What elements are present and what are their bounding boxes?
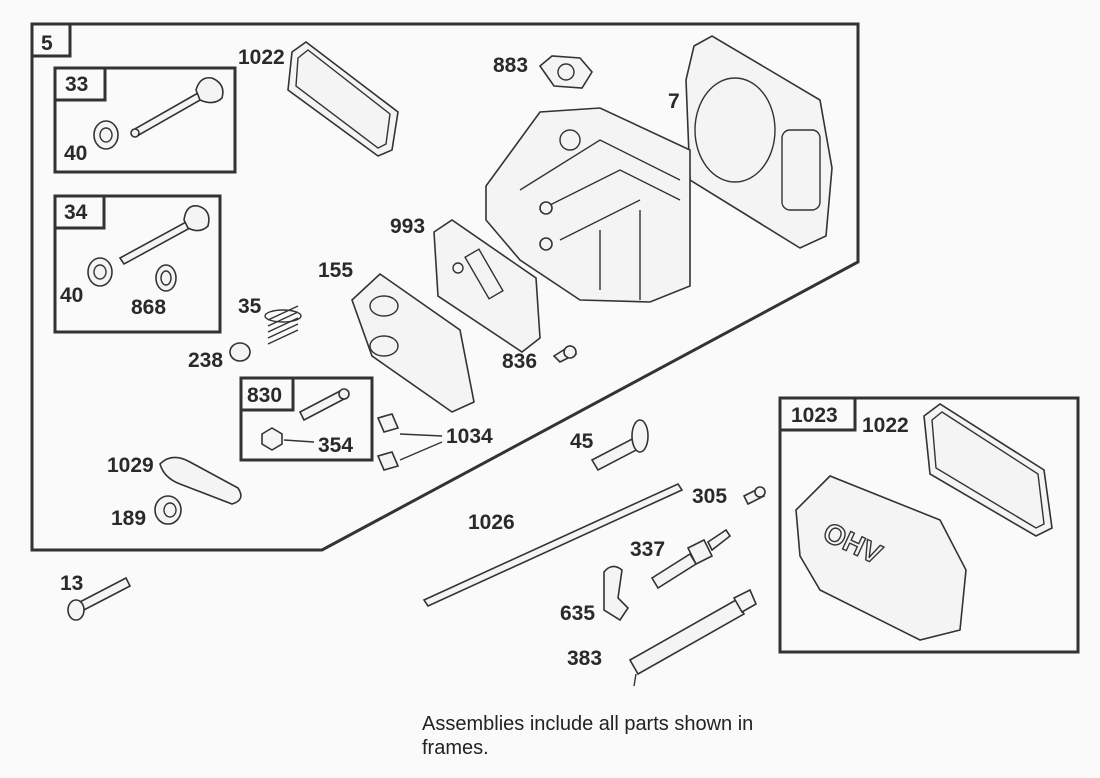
label-635: 635 <box>560 602 595 625</box>
cover-gasket-icon <box>923 403 1053 537</box>
note-line-2: frames. <box>422 737 489 759</box>
intake-gasket-icon <box>538 55 593 89</box>
main-assembly-frame <box>30 22 860 552</box>
frame-label-34: 34 <box>64 201 88 224</box>
label-836: 836 <box>502 350 537 373</box>
label-1029: 1029 <box>107 454 154 477</box>
frame-label-830: 830 <box>247 384 282 407</box>
valve-cover-frame <box>778 396 1080 654</box>
head-gasket-icon <box>685 35 833 249</box>
spark-plug-icon <box>650 528 732 590</box>
valve-spring-icon <box>264 305 302 345</box>
intake-valve-icon <box>130 76 224 138</box>
intake-frame-label-box <box>53 66 107 102</box>
label-40: 40 <box>60 284 83 307</box>
frame-label-1023: 1023 <box>791 404 838 427</box>
breather-gasket-icon <box>287 41 399 157</box>
nut-icon <box>261 427 283 451</box>
label-238: 238 <box>188 349 223 372</box>
cylinder-head-icon <box>485 107 691 303</box>
valve-cover-icon: OHV <box>795 475 967 641</box>
rocker-stud-label-box <box>239 376 295 412</box>
gasket-plate-icon <box>433 219 541 353</box>
push-rod-icon <box>422 482 684 608</box>
valve-cap-icon <box>229 342 251 362</box>
valve-seal-icon <box>93 120 119 150</box>
label-7: 7 <box>668 90 680 113</box>
rocker-stud-icon <box>298 388 350 422</box>
main-frame-label-box <box>30 22 72 58</box>
label-1022: 1022 <box>862 414 909 437</box>
intake-valve-frame <box>53 66 237 174</box>
label-993: 993 <box>390 215 425 238</box>
spark-plug-boot-icon <box>603 565 630 622</box>
exhaust-valve-icon <box>118 204 210 266</box>
frame-label-5: 5 <box>41 32 53 55</box>
exhaust-frame-label-box <box>53 194 106 230</box>
tappet-icon <box>590 419 649 472</box>
label-45: 45 <box>570 430 594 453</box>
label-868: 868 <box>131 296 166 319</box>
label-354: 354 <box>318 434 353 457</box>
spark-tester-icon <box>628 588 758 687</box>
note-line-1: Assemblies include all parts shown in <box>422 713 753 735</box>
label-13: 13 <box>60 572 83 595</box>
frame-label-33: 33 <box>65 73 88 96</box>
label-1034: 1034 <box>446 425 493 448</box>
rocker-ball-icon <box>154 495 182 525</box>
label-305: 305 <box>692 485 727 508</box>
valve-rotator-icon <box>155 264 177 292</box>
label-155: 155 <box>318 259 353 282</box>
label-383: 383 <box>567 647 602 670</box>
valve-cover-label-box <box>778 396 857 432</box>
valve-seal-icon <box>87 257 113 287</box>
label-337: 337 <box>630 538 665 561</box>
bolt-icon <box>67 576 132 621</box>
push-rod-guide-icon <box>376 413 443 471</box>
label-1022: 1022 <box>238 46 285 69</box>
breather-plate-icon <box>351 272 475 413</box>
label-35: 35 <box>238 295 262 318</box>
label-189: 189 <box>111 507 146 530</box>
exhaust-valve-frame <box>53 194 222 334</box>
label-40: 40 <box>64 142 87 165</box>
rocker-arm-icon <box>159 456 242 505</box>
label-1026: 1026 <box>468 511 515 534</box>
screw-icon <box>742 486 766 506</box>
screw-icon <box>552 344 578 363</box>
label-883: 883 <box>493 54 528 77</box>
rocker-stud-frame <box>239 376 374 462</box>
